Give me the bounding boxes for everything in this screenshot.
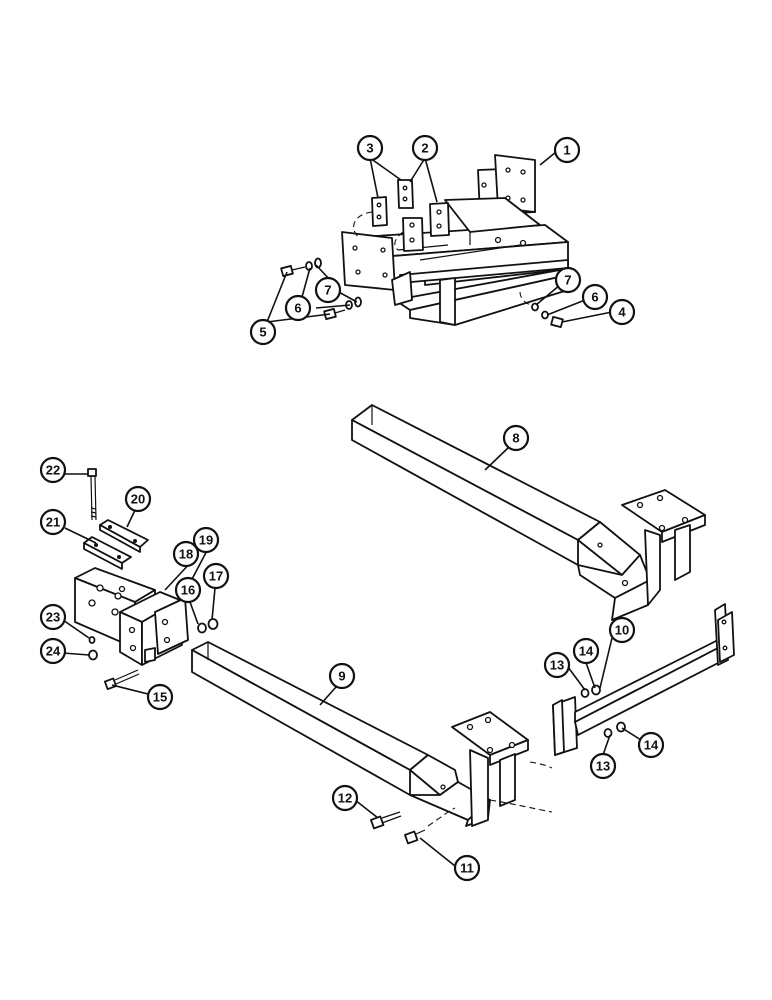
callout-23: 23	[39, 603, 67, 631]
callout-label: 13	[550, 658, 564, 673]
callout-label: 22	[46, 463, 60, 478]
callout-19: 19	[192, 526, 220, 554]
callout-10: 10	[608, 616, 636, 644]
callout-label: 1	[563, 143, 570, 158]
callout-7b: 7	[554, 266, 582, 294]
callout-label: 15	[153, 690, 167, 705]
callout-label: 13	[596, 759, 610, 774]
callout-label: 2	[421, 141, 428, 156]
callout-13a: 13	[543, 651, 571, 679]
callout-label: 3	[366, 141, 373, 156]
callout-13b: 13	[589, 752, 617, 780]
callout-15: 15	[146, 683, 174, 711]
callout-14b: 14	[637, 731, 665, 759]
callout-9: 9	[328, 662, 356, 690]
callout-label: 19	[199, 533, 213, 548]
callout-6b: 6	[581, 283, 609, 311]
callout-3: 3	[356, 134, 384, 162]
callout-11: 11	[453, 854, 481, 882]
callout-8: 8	[502, 424, 530, 452]
callout-4: 4	[608, 298, 636, 326]
tongue-lower	[191, 641, 553, 827]
leader-lines	[62, 151, 642, 867]
callout-label: 21	[46, 515, 60, 530]
callout-7a: 7	[314, 276, 342, 304]
callout-17: 17	[202, 562, 230, 590]
callout-14a: 14	[572, 637, 600, 665]
callout-label: 14	[644, 738, 659, 753]
callout-label: 11	[460, 861, 474, 876]
callout-label: 12	[338, 791, 352, 806]
callout-label: 6	[294, 301, 301, 316]
callout-label: 17	[209, 569, 223, 584]
callout-18: 18	[172, 540, 200, 568]
callout-5: 5	[249, 318, 277, 346]
callout-16: 16	[174, 576, 202, 604]
callout-6a: 6	[284, 294, 312, 322]
callout-label: 9	[338, 669, 345, 684]
shim-plates	[353, 179, 450, 252]
callout-12: 12	[331, 784, 359, 812]
callout-2: 2	[411, 134, 439, 162]
callout-24: 24	[39, 637, 67, 665]
callout-label: 16	[181, 583, 195, 598]
frame-assembly	[341, 154, 569, 326]
drawbar-10	[552, 603, 735, 756]
callout-20: 20	[124, 485, 152, 513]
callout-label: 7	[324, 283, 331, 298]
callout-label: 24	[46, 644, 61, 659]
callout-22: 22	[39, 456, 67, 484]
tongue-upper	[351, 404, 706, 621]
callout-label: 14	[579, 644, 594, 659]
callout-label: 20	[131, 492, 145, 507]
callout-21: 21	[39, 508, 67, 536]
callout-label: 5	[259, 325, 266, 340]
callout-label: 23	[46, 610, 60, 625]
hitch-assembly	[74, 468, 219, 691]
callout-label: 7	[564, 273, 571, 288]
callout-label: 4	[618, 305, 626, 320]
callout-label: 8	[512, 431, 519, 446]
callout-label: 6	[591, 290, 598, 305]
callout-label: 18	[179, 547, 193, 562]
callout-label: 10	[615, 623, 629, 638]
lower-bolts	[370, 807, 456, 845]
callout-1: 1	[553, 136, 581, 164]
